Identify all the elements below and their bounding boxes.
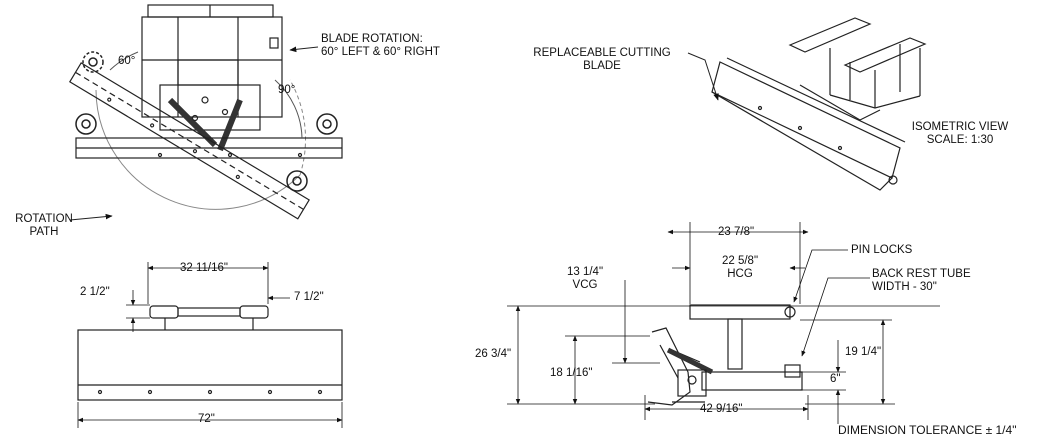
isometric-view-title: ISOMETRIC VIEW SCALE: 1:30 bbox=[911, 121, 1009, 146]
blade-rotated bbox=[68, 62, 310, 220]
top-view bbox=[68, 4, 343, 221]
dim-tube-height: 19 1/4" bbox=[845, 346, 882, 358]
dim-base-height: 6" bbox=[830, 373, 841, 385]
caster-wheels bbox=[75, 51, 338, 192]
angle-right-label: 90° bbox=[278, 84, 296, 96]
dim-blade-height: 18 1/16" bbox=[550, 367, 593, 379]
dim-hcg: 22 5/8" HCG bbox=[721, 255, 759, 280]
back-rest-tube bbox=[689, 304, 791, 320]
dim-blade-width: 72" bbox=[198, 413, 215, 425]
dim-depth: 42 9/16" bbox=[700, 403, 743, 415]
rotation-path-label: ROTATION PATH bbox=[15, 213, 73, 238]
dim-overall-height: 26 3/4" bbox=[475, 348, 512, 360]
front-view bbox=[77, 262, 343, 428]
dim-right-offset: 7 1/2" bbox=[294, 291, 324, 303]
dim-vcg: 13 1/4" VCG bbox=[566, 266, 604, 291]
rotation-path-arc bbox=[95, 89, 301, 210]
side-blade bbox=[647, 327, 691, 406]
pin-locks-callout: PIN LOCKS bbox=[851, 244, 913, 256]
blade-rotation-detail: 60° LEFT & 60° RIGHT bbox=[321, 46, 440, 58]
iso-blade bbox=[711, 61, 901, 179]
dim-left-offset: 2 1/2" bbox=[80, 286, 110, 298]
front-blade bbox=[77, 329, 343, 401]
cutting-blade-callout: REPLACEABLE CUTTING BLADE bbox=[533, 47, 671, 72]
angle-left-label: 60° bbox=[118, 55, 136, 67]
isometric-view bbox=[687, 17, 927, 191]
dim-overall-length-top: 23 7/8" bbox=[718, 226, 755, 238]
side-view bbox=[507, 222, 940, 424]
back-rest-tube-callout: BACK REST TUBE WIDTH - 30" bbox=[872, 268, 971, 293]
dim-mount-width: 32 11/16" bbox=[180, 262, 228, 274]
dimension-tolerance-note: DIMENSION TOLERANCE ± 1/4" bbox=[838, 423, 1017, 437]
blade-rotation-title: BLADE ROTATION: bbox=[321, 33, 423, 45]
